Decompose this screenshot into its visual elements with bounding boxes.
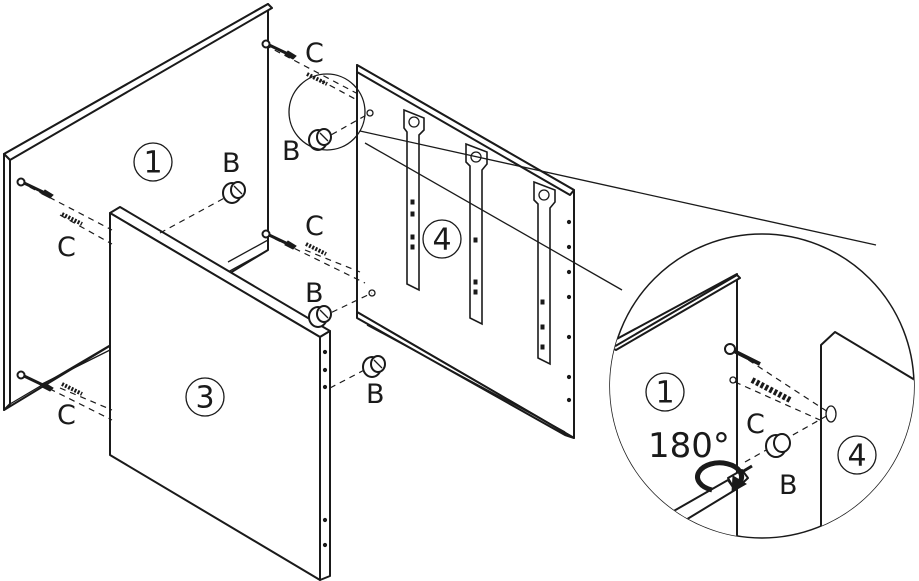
dowel-label: C bbox=[57, 400, 76, 431]
panel-3-number: 3 bbox=[195, 381, 214, 416]
dowel-icon bbox=[306, 72, 328, 86]
panel-3 bbox=[109, 206, 331, 581]
cam-lock-icon bbox=[308, 128, 332, 151]
drawer-rail bbox=[533, 180, 556, 366]
detail-callout-small bbox=[288, 73, 366, 151]
dowel-icon bbox=[261, 39, 297, 60]
cam-lock-icon bbox=[222, 181, 246, 204]
dowel-icon bbox=[16, 177, 54, 199]
panel-4-marker: 4 bbox=[422, 219, 462, 259]
panel-1 bbox=[3, 3, 273, 411]
dowel-label: C bbox=[746, 409, 765, 440]
panel-4-number: 4 bbox=[432, 223, 451, 258]
dowel-label: C bbox=[305, 38, 324, 69]
cam-lock-label: B bbox=[282, 136, 301, 167]
cam-lock-icon bbox=[308, 305, 332, 328]
cam-lock-label: B bbox=[779, 470, 798, 501]
dowel-icon bbox=[61, 382, 83, 396]
detail-panel-4-marker: 4 bbox=[837, 435, 877, 475]
dowel-label: C bbox=[57, 232, 76, 263]
dowel-icon bbox=[261, 229, 297, 250]
detail-callout-large bbox=[609, 233, 915, 539]
detail-panel-1-marker: 1 bbox=[645, 372, 685, 412]
detail-panel-1-number: 1 bbox=[655, 376, 674, 411]
dowel-icon bbox=[16, 370, 54, 392]
panel-1-marker: 1 bbox=[133, 142, 173, 182]
cam-lock-label: B bbox=[305, 278, 324, 309]
drawer-rail bbox=[465, 142, 488, 326]
cam-lock-icon bbox=[765, 433, 791, 458]
cam-lock-label: B bbox=[366, 379, 385, 410]
panel-3-marker: 3 bbox=[185, 377, 225, 417]
cam-lock-label: B bbox=[222, 148, 241, 179]
drawer-rail bbox=[403, 108, 425, 292]
dowel-icon bbox=[305, 242, 327, 256]
panel-1-number: 1 bbox=[143, 146, 162, 181]
rotate-arrow-icon bbox=[695, 460, 747, 493]
cam-lock-icon bbox=[362, 355, 386, 378]
detail-panel-4-number: 4 bbox=[847, 439, 866, 474]
rotation-label: 180° bbox=[648, 426, 730, 466]
dowel-icon bbox=[61, 212, 83, 226]
dowel-label: C bbox=[305, 211, 324, 242]
